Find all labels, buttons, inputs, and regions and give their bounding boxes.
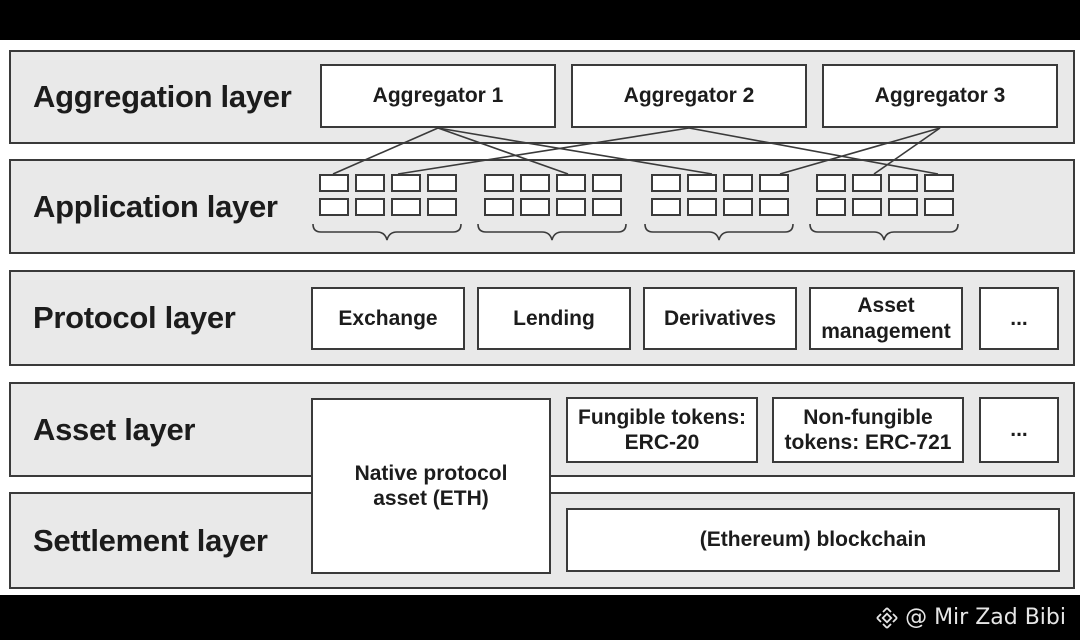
- app-cell: [687, 198, 717, 216]
- app-cell: [520, 198, 550, 216]
- app-cell: [924, 174, 954, 192]
- app-cell: [355, 198, 385, 216]
- app-cell: [888, 198, 918, 216]
- protocol-exchange-box: Exchange: [311, 287, 465, 350]
- application-group-3: [651, 174, 789, 216]
- asset-nonfungible-text: Non-fungible tokens: ERC-721: [784, 405, 952, 454]
- app-cell: [888, 174, 918, 192]
- app-cell: [924, 198, 954, 216]
- app-cell: [592, 174, 622, 192]
- native-protocol-asset-box: Native protocol asset (ETH): [311, 398, 551, 574]
- settlement-blockchain-text: (Ethereum) blockchain: [699, 528, 927, 552]
- aggregator-2-text: Aggregator 2: [623, 84, 755, 108]
- asset-more-text: ...: [1010, 418, 1028, 442]
- app-cell: [319, 198, 349, 216]
- protocol-lending-text: Lending: [513, 306, 595, 330]
- protocol-asset-management-box: Asset management: [809, 287, 963, 350]
- protocol-derivatives-box: Derivatives: [643, 287, 797, 350]
- aggregator-1-text: Aggregator 1: [372, 84, 504, 108]
- app-cell: [355, 174, 385, 192]
- app-cell: [723, 198, 753, 216]
- app-cell: [852, 198, 882, 216]
- app-cell: [556, 198, 586, 216]
- asset-nonfungible-box: Non-fungible tokens: ERC-721: [772, 397, 964, 463]
- protocol-derivatives-text: Derivatives: [663, 306, 777, 330]
- app-cell: [759, 198, 789, 216]
- asset-fungible-box: Fungible tokens: ERC-20: [566, 397, 758, 463]
- watermark: @ Mir Zad Bibi: [875, 605, 1066, 630]
- protocol-lending-box: Lending: [477, 287, 631, 350]
- app-cell: [319, 174, 349, 192]
- app-cell: [723, 174, 753, 192]
- protocol-layer-label: Protocol layer: [33, 300, 236, 335]
- app-cell: [484, 198, 514, 216]
- asset-fungible-text: Fungible tokens: ERC-20: [578, 405, 746, 454]
- app-cell: [391, 174, 421, 192]
- asset-layer-label: Asset layer: [33, 411, 196, 447]
- aggregation-layer-label: Aggregation layer: [33, 79, 292, 114]
- asset-more-box: ...: [979, 397, 1059, 463]
- application-group-1: [319, 174, 457, 216]
- diagram-canvas: Aggregation layer Aggregator 1 Aggregato…: [0, 40, 1080, 595]
- protocol-more-box: ...: [979, 287, 1059, 350]
- app-cell: [592, 198, 622, 216]
- app-cell: [651, 198, 681, 216]
- app-cell: [687, 174, 717, 192]
- app-cell: [427, 174, 457, 192]
- app-cell: [427, 198, 457, 216]
- native-protocol-asset-text: Native protocol asset (ETH): [354, 461, 508, 510]
- app-cell: [852, 174, 882, 192]
- aggregator-1-box: Aggregator 1: [320, 64, 556, 128]
- protocol-asset-management-text: Asset management: [821, 294, 951, 343]
- app-cell: [556, 174, 586, 192]
- app-cell: [816, 198, 846, 216]
- application-group-4: [816, 174, 954, 216]
- app-cell: [484, 174, 514, 192]
- aggregator-3-text: Aggregator 3: [874, 84, 1006, 108]
- watermark-text: @ Mir Zad Bibi: [905, 605, 1066, 630]
- protocol-more-text: ...: [1010, 306, 1028, 330]
- protocol-exchange-text: Exchange: [338, 306, 438, 330]
- app-cell: [816, 174, 846, 192]
- aggregator-2-box: Aggregator 2: [571, 64, 807, 128]
- application-group-2: [484, 174, 622, 216]
- binance-diamond-icon: [876, 606, 898, 629]
- app-cell: [759, 174, 789, 192]
- settlement-blockchain-box: (Ethereum) blockchain: [566, 508, 1060, 572]
- app-cell: [520, 174, 550, 192]
- aggregator-3-box: Aggregator 3: [822, 64, 1058, 128]
- application-layer-label: Application layer: [33, 188, 278, 224]
- app-cell: [391, 198, 421, 216]
- app-cell: [651, 174, 681, 192]
- settlement-layer-label: Settlement layer: [33, 522, 268, 558]
